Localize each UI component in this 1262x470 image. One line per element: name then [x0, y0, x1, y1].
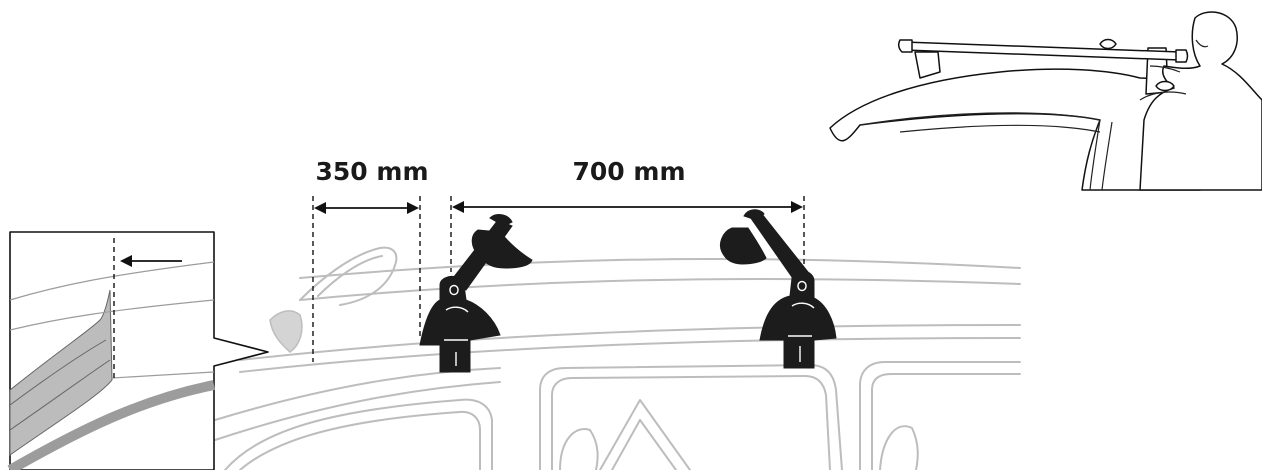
inset-detail-callout [7, 231, 269, 470]
dimension-label-700: 700 mm [573, 157, 686, 186]
car-roof-outline [214, 246, 1021, 470]
dimension-label-350: 350 mm [316, 157, 429, 186]
installation-sketch [829, 11, 1262, 191]
rack-foot-front [419, 214, 533, 373]
dimension-350: 350 mm [312, 157, 429, 362]
rack-foot-rear [719, 209, 837, 369]
dimension-700: 700 mm [450, 157, 805, 272]
direction-arrow-head-icon [120, 255, 132, 267]
